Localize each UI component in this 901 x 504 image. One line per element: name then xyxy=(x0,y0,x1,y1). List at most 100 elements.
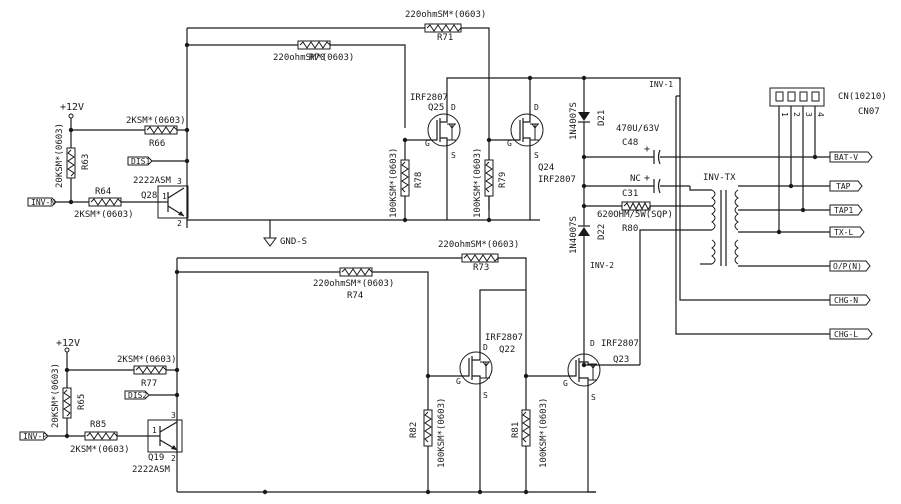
r78-value: 100KSM*(0603) xyxy=(389,148,399,218)
d21-part: 1N4007S xyxy=(569,102,579,140)
q24-ref: Q24 xyxy=(538,163,554,173)
cn-pin-4: 4 xyxy=(816,112,825,117)
c48-ref: C48 xyxy=(622,138,638,148)
net-inv-n: INV-N xyxy=(27,197,160,207)
resistor-r74: 220ohmSM*(0603) R74 xyxy=(313,267,394,301)
resistor-r85: R85 2KSM*(0603) xyxy=(70,420,130,455)
q28-part: 2222ASM xyxy=(133,176,172,186)
r77-value: 2KSM*(0603) xyxy=(117,355,177,365)
r65-value: 20KSM*(0603) xyxy=(51,363,61,428)
svg-text:TAP1: TAP1 xyxy=(834,206,853,215)
q19-pin2: 2 xyxy=(171,454,176,463)
resistor-r66: 2KSM*(0603) R66 xyxy=(126,116,186,149)
gnd-label: GND-S xyxy=(280,237,307,247)
bottom-gate-drive: 220ohmSM*(0603) R73 220ohmSM*(0603) R74 … xyxy=(19,240,640,495)
transistor-q28: 2222ASM Q28 1 3 2 xyxy=(133,176,189,228)
r79-value: 100KSM*(0603) xyxy=(473,148,483,218)
r70-ref: R70 xyxy=(309,53,325,63)
net-dis2: DIS2 xyxy=(124,390,180,400)
q23-pin-g: G xyxy=(563,379,568,388)
r78-ref: R78 xyxy=(414,172,424,188)
mosfet-q22: IRF2807 Q22 D G S xyxy=(456,289,526,495)
net-tap1: TAP1 xyxy=(829,204,863,216)
diode-d22: 1N4007S D22 xyxy=(569,186,607,365)
q22-ref: Q22 xyxy=(499,345,515,355)
svg-text:O/P(N): O/P(N) xyxy=(833,262,862,271)
svg-text:CHG-L: CHG-L xyxy=(834,330,858,339)
svg-text:CHG-N: CHG-N xyxy=(834,296,858,305)
connector-cn07: 1 2 3 4 CN(10210) CN07 xyxy=(769,87,887,235)
r80-value: 620OHM/5W(SQP) xyxy=(597,210,673,220)
net-chg-n: CHG-N xyxy=(829,294,871,306)
q22-pin-g: G xyxy=(456,377,461,386)
c48-value: 470U/63V xyxy=(616,124,660,134)
transistor-q19: 1 3 2 Q19 2222ASM xyxy=(132,411,183,475)
r64-ref: R64 xyxy=(95,187,111,197)
r82-value: 100KSM*(0603) xyxy=(437,398,447,468)
r71-ref: R71 xyxy=(437,33,453,43)
q28-ref: Q28 xyxy=(141,191,157,201)
q23-pin-d: D xyxy=(590,339,595,348)
q24-pin-d: D xyxy=(534,103,539,112)
resistor-r63: 20KSM*(0603) R63 xyxy=(55,123,91,205)
c48-plus: + xyxy=(644,144,650,155)
d22-part: 1N4007S xyxy=(569,216,579,254)
inv-p-label: INV-P xyxy=(23,432,47,441)
r63-ref: R63 xyxy=(81,154,91,170)
cn-pin-2: 2 xyxy=(792,112,801,117)
resistor-r70: 220ohmSM*(0603) R70 xyxy=(273,40,354,63)
r71-value: 220ohmSM*(0603) xyxy=(405,10,486,20)
q28-pin1: 1 xyxy=(162,192,167,201)
r77-ref: R77 xyxy=(141,379,157,389)
c31-ref: C31 xyxy=(622,189,638,199)
top-gate-drive: 220ohmSM*(0603) R71 220ohmSM*(0603) R70 … xyxy=(27,10,681,247)
q28-pin3: 3 xyxy=(177,177,182,186)
q24-pin-s: S xyxy=(534,151,539,160)
resistor-r65: 20KSM*(0603) R65 xyxy=(51,363,87,439)
q19-ref: Q19 xyxy=(148,453,164,463)
dis2-label: DIS2 xyxy=(128,391,147,400)
q23-part: IRF2807 xyxy=(601,339,639,349)
r73-ref: R73 xyxy=(473,263,489,273)
r66-ref: R66 xyxy=(149,139,165,149)
capacitor-c31: NC + C31 xyxy=(581,173,690,199)
q22-pin-d: D xyxy=(483,343,488,352)
net-tap: TAP xyxy=(829,180,863,192)
q19-pin1: 1 xyxy=(152,426,157,435)
vcc-label-top: +12V xyxy=(60,102,84,113)
r66-value: 2KSM*(0603) xyxy=(126,116,186,126)
c31-plus: + xyxy=(644,173,650,184)
r85-value: 2KSM*(0603) xyxy=(70,445,130,455)
net-op-n: O/P(N) xyxy=(829,260,871,272)
supply-12v-bottom: +12V xyxy=(56,338,180,388)
resistor-r79: 100KSM*(0603) R79 xyxy=(473,137,508,223)
resistor-r81: R81 100KSM*(0603) xyxy=(511,373,549,492)
resistor-r77: 2KSM*(0603) R77 xyxy=(117,355,177,389)
output-stage: 1N4007S D21 + 470U/63V C48 NC + C31 xyxy=(569,78,887,365)
vcc-label-bottom: +12V xyxy=(56,338,80,349)
q28-pin2: 2 xyxy=(177,219,182,228)
cn-pin-3: 3 xyxy=(804,112,813,117)
svg-text:TX-L: TX-L xyxy=(834,228,853,237)
q22-pin-s: S xyxy=(483,391,488,400)
r73-value: 220ohmSM*(0603) xyxy=(438,240,519,250)
inv1-label: INV-1 xyxy=(649,80,673,89)
mosfet-q25: IRF2807 Q25 D G S xyxy=(410,93,461,220)
q24-part: IRF2807 xyxy=(538,175,576,185)
net-bat-v: BAT-V xyxy=(829,151,873,163)
tx-ref: INV-TX xyxy=(703,173,736,183)
mosfet-q24: D G S Q24 IRF2807 xyxy=(507,78,576,220)
d21-ref: D21 xyxy=(597,110,607,126)
q24-pin-g: G xyxy=(507,139,512,148)
q25-pin-g: G xyxy=(425,139,430,148)
ground-symbol: GND-S xyxy=(263,237,307,247)
r74-ref: R74 xyxy=(347,291,363,301)
svg-text:TAP: TAP xyxy=(836,182,851,191)
q25-pin-d: D xyxy=(451,103,456,112)
r81-ref: R81 xyxy=(511,422,521,438)
transformer-inv-tx: INV-TX xyxy=(639,173,830,365)
r82-ref: R82 xyxy=(409,422,419,438)
net-dis1: DIS1 xyxy=(127,156,190,166)
